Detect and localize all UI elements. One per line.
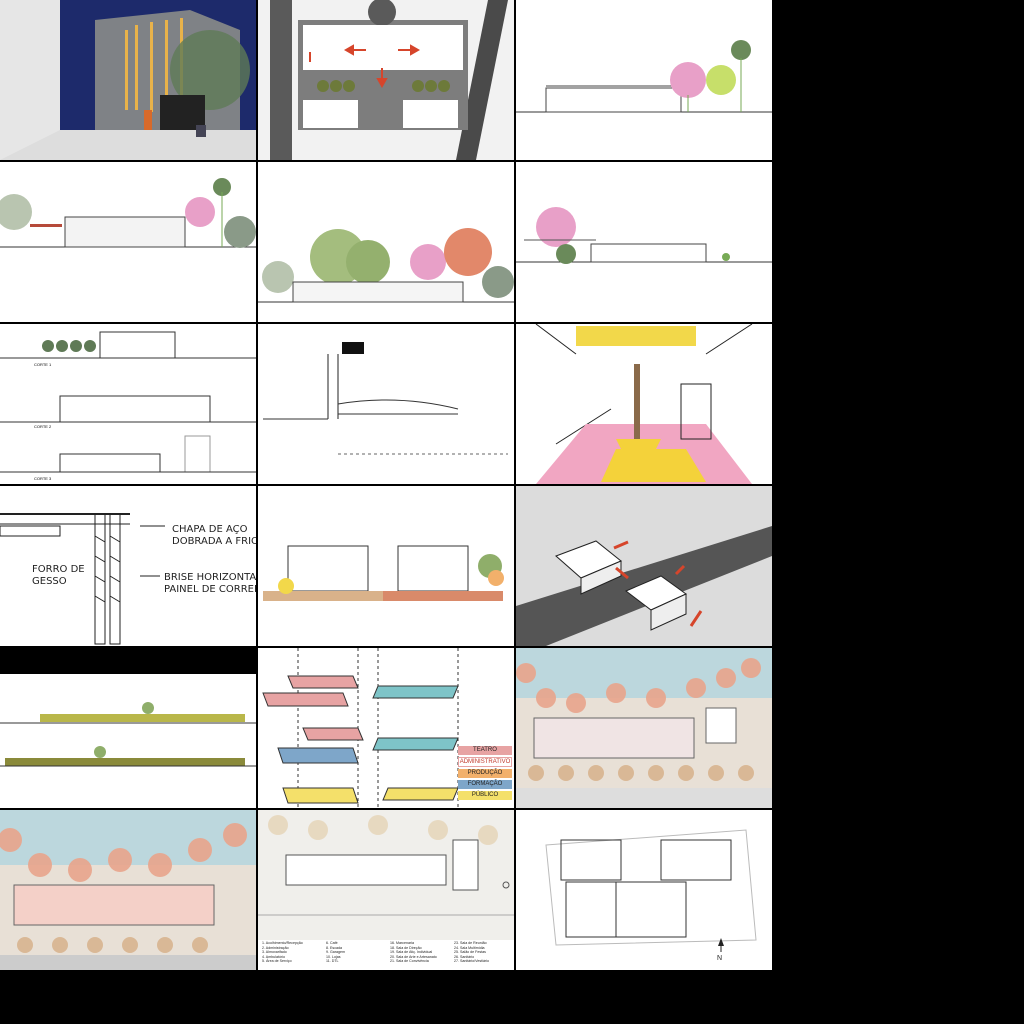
- tile-elevation-c: [516, 162, 772, 322]
- legend-entry: 4. Ambulatório: [262, 954, 285, 959]
- image-grid: CORTE 1 CORTE 2 CORTE 3: [0, 0, 772, 970]
- legend-entry: 16. Marcenaria: [390, 941, 414, 945]
- legend-entry: 20. Sala de Arte e Artesanato: [390, 954, 437, 959]
- legend-entry: 19. Sala de Atiç. Individual: [390, 950, 433, 955]
- plan-legend: 1. Acolhimento/Recepção 2. Administração…: [262, 941, 512, 970]
- legend-item: PRODUÇÃO: [458, 769, 512, 778]
- tile-color-sketch-interior: [516, 324, 772, 484]
- corte-3-label: CORTE 3: [34, 476, 52, 481]
- tile-detail-brise: CHAPA DE AÇO DOBRADA A FRIO FORRO DE GES…: [0, 486, 256, 646]
- note-dobrada: DOBRADA A FRIO: [172, 536, 256, 547]
- tile-floor-plan: N: [516, 810, 772, 970]
- tile-sketch-detail: [258, 324, 514, 484]
- legend-item: PÚBLICO: [458, 791, 512, 800]
- legend-entry: 5. Área de Serviço: [262, 959, 292, 964]
- tile-site-plan-flows: [258, 0, 514, 160]
- legend-entry: 27. Sanitário/Vestiário: [454, 959, 489, 964]
- legend-item: TEATRO: [458, 746, 512, 755]
- legend-item: FORMAÇÃO: [458, 780, 512, 789]
- legend-entry: 25. Salão de Festas: [454, 950, 486, 955]
- program-legend: TEATRO ADMINISTRATIVO PRODUÇÃO FORMAÇÃO …: [458, 746, 512, 800]
- legend-entry: 18. Sala de Direção: [390, 945, 422, 950]
- legend-entry: 21. Sala de Convivência: [390, 959, 429, 964]
- legend-entry: 3. Almoxarifado: [262, 950, 287, 955]
- tile-pavilion-sketches: [258, 486, 514, 646]
- note-brise-2: PAINEL DE CORRER: [164, 584, 256, 595]
- legend-entry: 11. DTL: [326, 959, 339, 964]
- legend-entry: 1. Acolhimento/Recepção: [262, 941, 303, 945]
- legend-entry: 26. Sanitário: [454, 954, 475, 959]
- legend-entry: 23. Sala de Reunião: [454, 941, 487, 945]
- tile-site-plan-color-2: [0, 810, 256, 970]
- legend-entry: 10. Lojas: [326, 954, 341, 959]
- corte-2-label: CORTE 2: [34, 424, 52, 429]
- legend-entry: 9. Garagem: [326, 950, 345, 955]
- tile-ground-plan-legend: 1. Acolhimento/Recepção 2. Administração…: [258, 810, 514, 970]
- tile-site-plan-color: [516, 648, 772, 808]
- corte-1-label: CORTE 1: [34, 362, 52, 367]
- tile-program-diagram: TEATRO ADMINISTRATIVO PRODUÇÃO FORMAÇÃO …: [258, 648, 514, 808]
- legend-entry: 24. Sala Multimídia: [454, 945, 485, 950]
- note-chapa: CHAPA DE AÇO: [172, 524, 248, 535]
- legend-item: ADMINISTRATIVO: [458, 757, 512, 767]
- tile-section-landscape: [258, 162, 514, 322]
- legend-entry: 2. Administração: [262, 945, 289, 950]
- note-brise-1: BRISE HORIZONTAL: [164, 572, 256, 583]
- legend-entry: 6. Café: [326, 941, 338, 945]
- tile-elevation-a: [516, 0, 772, 160]
- tile-long-elevations: [0, 648, 256, 808]
- legend-entry: 8. Escada: [326, 945, 342, 950]
- note-forro-2: GESSO: [32, 576, 67, 587]
- note-forro-1: FORRO DE: [32, 564, 85, 575]
- tile-sections-set: CORTE 1 CORTE 2 CORTE 3: [0, 324, 256, 484]
- north-label: N: [717, 955, 722, 962]
- tile-elevation-b: [0, 162, 256, 322]
- tile-street-render: [0, 0, 256, 160]
- tile-massing-3d: [516, 486, 772, 646]
